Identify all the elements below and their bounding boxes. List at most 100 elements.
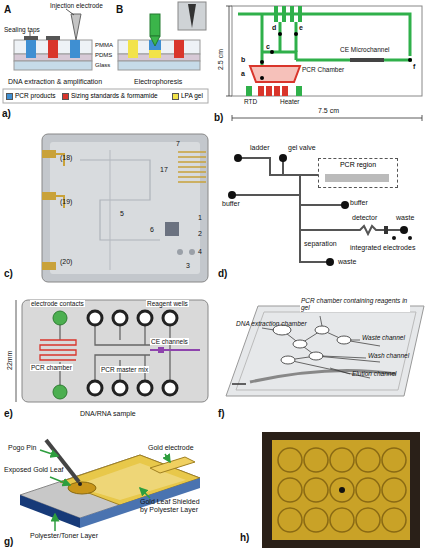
channel (300, 204, 345, 206)
part-label: separation (304, 240, 337, 248)
chip-photo (50, 142, 200, 274)
part-label: f (413, 63, 415, 71)
channel (282, 330, 344, 344)
chip-cross-section (48, 40, 58, 58)
chip-layout (226, 6, 422, 121)
callout-arrow (50, 477, 70, 485)
part-label: (20) (60, 258, 72, 266)
part-label: PCR chamber (30, 364, 73, 371)
electrode-pattern (304, 508, 328, 532)
chip-layout (266, 86, 272, 96)
part-label: Gold electrode (148, 444, 194, 452)
part-label: Reagent wells (146, 300, 189, 307)
microchannel (295, 22, 298, 52)
part-label: PCR chamber containing reagents in gel (300, 297, 410, 312)
panel-label: d) (218, 268, 227, 280)
part-label: DNA extraction chamber (236, 320, 307, 327)
chip-photo (165, 222, 179, 236)
electrode-layers (68, 482, 96, 494)
chamber (293, 340, 307, 348)
channel (300, 175, 330, 262)
part-label: (19) (60, 198, 72, 206)
panel-label: f) (218, 408, 225, 420)
legend-item: PCR products (6, 92, 55, 100)
reagent-well (88, 381, 102, 395)
electrode-pattern (330, 478, 354, 502)
chip-layout (158, 347, 164, 353)
electrode-layers (46, 440, 79, 482)
reagent-well (163, 311, 177, 325)
chamber (309, 352, 323, 360)
part-label: 7 (176, 140, 180, 148)
part-label: b (241, 56, 245, 64)
chip-layout (229, 6, 230, 96)
legend-swatch (6, 93, 13, 100)
chip-layout (232, 6, 422, 96)
leader-line (350, 340, 360, 341)
part-label: Electrophoresis (134, 78, 182, 86)
electrode-trace (274, 6, 278, 22)
chip-layout (258, 86, 264, 96)
electrode-pattern (278, 448, 302, 472)
chip-photo (189, 249, 195, 255)
chip-cross-section (24, 36, 38, 40)
electrode-trace (290, 6, 294, 22)
chip-cross-section (174, 40, 184, 58)
channel (238, 158, 318, 175)
leader-line (320, 316, 322, 326)
electrode-lead (178, 152, 206, 182)
channel-network (341, 201, 349, 209)
electrode-lead (178, 156, 206, 158)
chip-render (250, 370, 396, 382)
channel-network (326, 258, 334, 266)
chip-layout (226, 6, 232, 7)
part-label: Waste channel (362, 334, 405, 341)
part-label: 6 (150, 226, 154, 234)
callout-arrow (40, 450, 58, 456)
chip-photo (177, 249, 183, 255)
chip-photo (272, 440, 410, 540)
reagent-well (138, 311, 152, 325)
electrode-layers (20, 495, 80, 528)
part-label: DNA/RNA sample (80, 410, 136, 418)
chip-layout (53, 311, 67, 325)
electrode-pattern (382, 448, 406, 472)
callout-arrow (54, 514, 56, 531)
chamber (281, 356, 295, 364)
chip-cross-section (66, 9, 74, 15)
chip-photo (42, 134, 208, 282)
legend-swatch (172, 93, 179, 100)
electrode-trace (282, 6, 286, 22)
part-label: waste (396, 214, 414, 222)
chip-layout (53, 385, 67, 399)
chip-cross-section (70, 40, 80, 58)
chip-photo (339, 487, 345, 493)
chip-cross-section (150, 36, 160, 46)
chip-cross-section (26, 40, 36, 58)
electrode-lead (178, 181, 206, 183)
legend-text: PCR products (15, 92, 55, 99)
part-label: RTD (244, 98, 257, 105)
electrode-pattern (304, 448, 328, 472)
channel-network (228, 191, 236, 199)
part-label: buffer (222, 200, 240, 208)
chip-render (236, 312, 416, 390)
reagent-well (113, 311, 127, 325)
part-label: PCR Chamber (302, 66, 344, 73)
channel-network (325, 174, 389, 182)
leader-line (330, 368, 350, 374)
part-label: 17 (160, 166, 168, 174)
electrode-pattern (330, 448, 354, 472)
reagent-well (88, 311, 102, 325)
part-label: Pogo Pin (8, 444, 36, 452)
part-label: 7.5 cm (318, 107, 339, 115)
part-label: (18) (60, 154, 72, 162)
chip-layout (40, 340, 76, 360)
electrode-trace (276, 6, 300, 22)
part-label: 5 (120, 210, 124, 218)
legend-swatch (62, 93, 69, 100)
chip-photo (262, 432, 420, 548)
callout-arrow (165, 454, 170, 462)
panel-label: B (116, 4, 123, 16)
